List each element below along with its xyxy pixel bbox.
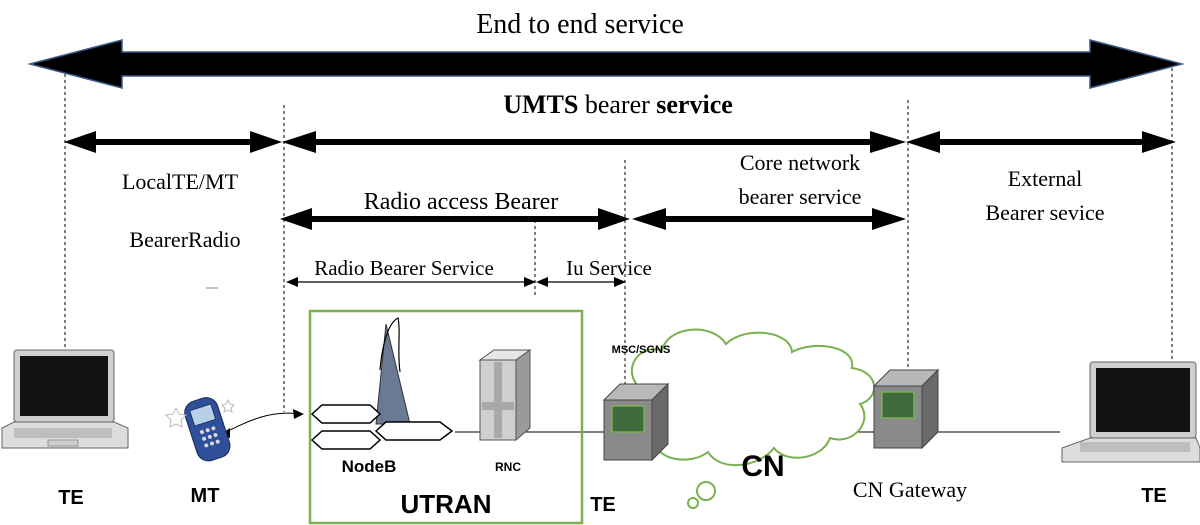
rnc-icon xyxy=(478,349,532,442)
cn-gateway-label: CN Gateway xyxy=(853,477,967,502)
external-label-line1: External xyxy=(1008,166,1083,191)
core-network-label-line1: Core network xyxy=(740,150,860,175)
guide-lines xyxy=(64,68,1173,412)
msc-sgns-label: MSC/SGNS xyxy=(612,344,671,356)
radio-access-bearer-label: Radio access Bearer xyxy=(364,189,559,215)
mobile-phone-icon xyxy=(184,397,231,462)
nodeb-label: NodeB xyxy=(342,457,397,476)
local-te-mt-label: LocalTE/MT xyxy=(122,169,239,194)
rnc-label: RNC xyxy=(495,460,521,474)
sparkle-icon xyxy=(164,398,235,428)
cloud-tail-large xyxy=(696,481,716,501)
iu-service-arrow xyxy=(536,277,626,287)
umts-label-part3: service xyxy=(656,90,733,119)
cloud-tail-small xyxy=(687,497,699,509)
mt-label: MT xyxy=(191,485,220,507)
umts-label-part1: UMTS xyxy=(503,90,578,119)
utran-box xyxy=(308,309,584,525)
nodeb-icon xyxy=(310,317,454,450)
link-arrowhead-right xyxy=(293,409,304,419)
te-left-label: TE xyxy=(58,487,84,509)
cn-gateway-icon xyxy=(872,368,940,450)
external-label-line2: Bearer sevice xyxy=(985,200,1104,225)
te-mid-label: TE xyxy=(590,494,616,516)
end-to-end-label: End to end service xyxy=(476,9,684,40)
msc-server-icon xyxy=(602,382,670,462)
link-mt-to-nodeb xyxy=(221,412,303,435)
radio-access-bearer-arrow xyxy=(280,208,630,230)
external-bearer-arrow xyxy=(906,131,1176,153)
umts-label-part2: bearer xyxy=(578,90,656,119)
bearer-radio-label: BearerRadio xyxy=(129,227,240,252)
utran-label: UTRAN xyxy=(401,489,492,519)
end-to-end-arrow xyxy=(27,39,1185,89)
umts-bearer-label: UMTS bearer service xyxy=(503,90,733,119)
radio-bearer-service-label: Radio Bearer Service xyxy=(314,256,494,280)
radio-bearer-service-arrow xyxy=(286,277,536,287)
iu-service-label: Iu Service xyxy=(566,256,652,280)
local-te-mt-arrow xyxy=(64,131,282,153)
laptop-right-icon xyxy=(1061,361,1200,463)
core-network-bearer-arrow xyxy=(632,208,906,230)
laptop-left-icon xyxy=(1,349,129,449)
cn-label: CN xyxy=(741,450,784,483)
core-network-label-line2: bearer service xyxy=(739,184,862,209)
te-right-label: TE xyxy=(1141,485,1167,507)
umts-bearer-arrow xyxy=(282,131,906,153)
